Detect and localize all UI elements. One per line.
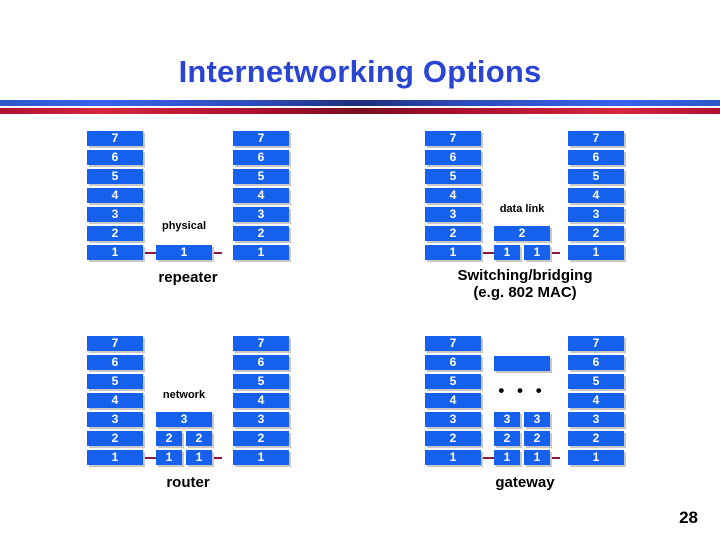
- layer-6: 6: [425, 150, 481, 165]
- layer-4: 4: [425, 393, 481, 408]
- router-mid-layer-2a: 2: [156, 431, 182, 446]
- layer-4: 4: [568, 188, 624, 203]
- layer-5: 5: [233, 374, 289, 389]
- layer-1: 1: [87, 450, 143, 465]
- layer-6: 6: [87, 355, 143, 370]
- gateway-connector-left: [483, 457, 495, 459]
- repeater-caption: repeater: [158, 269, 218, 286]
- switching-mid-layer-1a: 1: [494, 245, 520, 260]
- layer-2: 2: [233, 226, 289, 241]
- layer-4: 4: [87, 393, 143, 408]
- repeater-mid-label: physical: [161, 220, 207, 232]
- router-caption: router: [166, 474, 210, 491]
- layer-6: 6: [233, 355, 289, 370]
- layer-3: 3: [568, 207, 624, 222]
- gateway-connector-right: [548, 457, 560, 459]
- gateway-caption: gateway: [495, 474, 555, 491]
- gateway-mid-layer-top: [494, 356, 550, 371]
- layer-4: 4: [425, 188, 481, 203]
- layer-2: 2: [568, 226, 624, 241]
- switching-mid-label: data link: [499, 203, 545, 215]
- layer-7: 7: [425, 131, 481, 146]
- layer-4: 4: [233, 393, 289, 408]
- layer-3: 3: [87, 207, 143, 222]
- layer-7: 7: [87, 336, 143, 351]
- gateway-mid-layer-3b: 3: [524, 412, 550, 427]
- layer-5: 5: [568, 374, 624, 389]
- layer-3: 3: [568, 412, 624, 427]
- switching-caption-line2: (e.g. 802 MAC): [473, 284, 577, 301]
- router-connector-left: [145, 457, 157, 459]
- layer-7: 7: [233, 131, 289, 146]
- page-number: 28: [679, 508, 698, 527]
- layer-4: 4: [568, 393, 624, 408]
- layer-5: 5: [87, 169, 143, 184]
- title-divider: [0, 100, 720, 114]
- layer-1: 1: [425, 245, 481, 260]
- gateway-ellipsis: • • •: [498, 381, 546, 400]
- gateway-mid-layer-2a: 2: [494, 431, 520, 446]
- layer-4: 4: [233, 188, 289, 203]
- layer-2: 2: [425, 226, 481, 241]
- layer-5: 5: [87, 374, 143, 389]
- gateway-mid-layer-1a: 1: [494, 450, 520, 465]
- router-mid-layer-2b: 2: [186, 431, 212, 446]
- layer-3: 3: [87, 412, 143, 427]
- layer-3: 3: [425, 207, 481, 222]
- router-connector-right: [210, 457, 222, 459]
- layer-2: 2: [233, 431, 289, 446]
- switching-connector-left: [483, 252, 495, 254]
- layer-5: 5: [233, 169, 289, 184]
- switching-connector-right: [548, 252, 560, 254]
- router-mid-layer-1a: 1: [156, 450, 182, 465]
- gateway-mid-layer-1b: 1: [524, 450, 550, 465]
- layer-2: 2: [425, 431, 481, 446]
- layer-5: 5: [568, 169, 624, 184]
- layer-1: 1: [425, 450, 481, 465]
- layer-6: 6: [87, 150, 143, 165]
- divider-bar-blue: [0, 100, 720, 106]
- layer-6: 6: [568, 355, 624, 370]
- switching-caption: Switching/bridging: [457, 267, 593, 284]
- layer-2: 2: [87, 431, 143, 446]
- layer-1: 1: [87, 245, 143, 260]
- layer-6: 6: [233, 150, 289, 165]
- layer-3: 3: [233, 207, 289, 222]
- layer-7: 7: [425, 336, 481, 351]
- layer-6: 6: [568, 150, 624, 165]
- repeater-connector-right: [210, 252, 222, 254]
- layer-7: 7: [233, 336, 289, 351]
- switching-mid-layer-2: 2: [494, 226, 550, 241]
- layer-3: 3: [233, 412, 289, 427]
- repeater-connector-left: [145, 252, 157, 254]
- layer-1: 1: [233, 245, 289, 260]
- switching-mid-layer-1b: 1: [524, 245, 550, 260]
- router-mid-label: network: [162, 389, 206, 401]
- layer-2: 2: [568, 431, 624, 446]
- layer-3: 3: [425, 412, 481, 427]
- divider-bar-red: [0, 108, 720, 114]
- layer-7: 7: [568, 131, 624, 146]
- page-title: Internetworking Options: [178, 54, 542, 89]
- gateway-mid-layer-3a: 3: [494, 412, 520, 427]
- layer-7: 7: [87, 131, 143, 146]
- layer-2: 2: [87, 226, 143, 241]
- layer-7: 7: [568, 336, 624, 351]
- layer-1: 1: [568, 245, 624, 260]
- layer-6: 6: [425, 355, 481, 370]
- layer-4: 4: [87, 188, 143, 203]
- layer-5: 5: [425, 169, 481, 184]
- repeater-mid-layer-1: 1: [156, 245, 212, 260]
- router-mid-layer-3: 3: [156, 412, 212, 427]
- router-mid-layer-1b: 1: [186, 450, 212, 465]
- gateway-mid-layer-2b: 2: [524, 431, 550, 446]
- layer-1: 1: [233, 450, 289, 465]
- layer-5: 5: [425, 374, 481, 389]
- layer-1: 1: [568, 450, 624, 465]
